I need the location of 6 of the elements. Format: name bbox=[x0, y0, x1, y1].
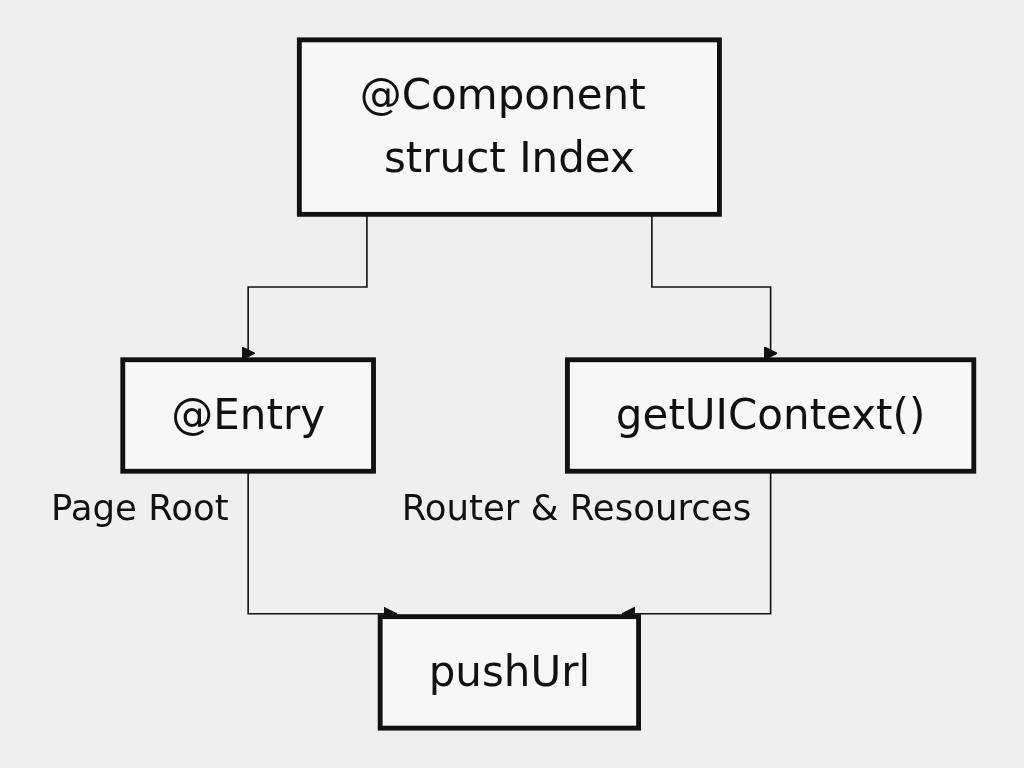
node-box: getUIContext() bbox=[564, 357, 976, 474]
node-box: @Entry bbox=[120, 357, 376, 474]
node-caption: Page Root bbox=[50, 486, 229, 528]
node-caption: Router & Resources bbox=[401, 486, 751, 528]
node-box: pushUrl bbox=[377, 614, 641, 731]
node-box: @Component struct Index bbox=[296, 37, 722, 217]
